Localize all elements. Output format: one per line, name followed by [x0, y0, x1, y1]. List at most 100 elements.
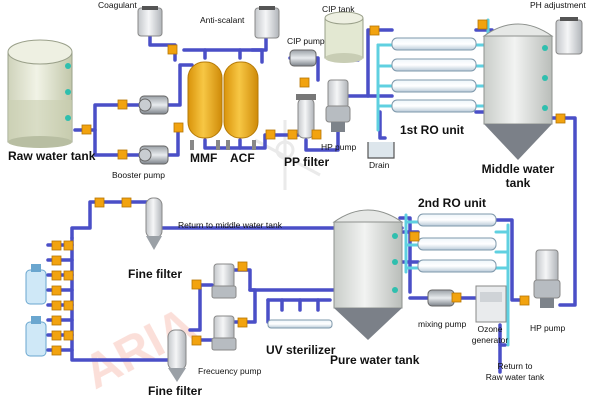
ozone-generator-label-line1: Ozone	[477, 324, 503, 334]
valve-icon	[51, 330, 62, 341]
valve-icon	[51, 285, 62, 296]
return-to-raw-label-line1: Return to	[497, 361, 533, 371]
valve-icon	[409, 231, 420, 242]
middle-water-tank-label-line1: Middle water	[481, 162, 555, 176]
hp-pump-2-label: HP pump	[530, 323, 566, 333]
pp-filter-label: PP filter	[284, 155, 330, 169]
raw-water-tank	[7, 39, 73, 148]
valve-icon	[299, 77, 310, 88]
pure-water-tank-label: Pure water tank	[330, 353, 420, 367]
mmf-vessel	[187, 61, 223, 150]
ph-adjustment-label: PH adjustment	[530, 0, 586, 10]
ozone-generator	[475, 285, 507, 323]
raw-water-tank-label: Raw water tank	[8, 149, 96, 163]
valve-icon	[117, 149, 128, 160]
acf-label: ACF	[230, 151, 255, 165]
booster-pump-2	[138, 145, 169, 165]
valve-icon	[167, 44, 178, 55]
valve-icon	[51, 270, 62, 281]
valve-icon	[81, 124, 92, 135]
hp-pump-1	[325, 79, 351, 132]
ro-unit-2	[417, 213, 497, 273]
pp-filter-unit	[296, 94, 316, 139]
ozone-generator-label-line2: generator	[471, 334, 509, 345]
hp-pump-2	[533, 249, 561, 308]
valve-icon	[121, 197, 132, 208]
booster-pump-1	[138, 95, 169, 115]
mmf-label: MMF	[190, 151, 218, 165]
booster-pump-label: Booster pump	[112, 170, 165, 180]
first-ro-unit-label: 1st RO unit	[400, 123, 465, 137]
fine-filter-1	[145, 197, 163, 250]
valve-icon	[287, 129, 298, 140]
fine-filter-1-label: Fine filter	[128, 267, 183, 281]
valve-icon	[451, 292, 462, 303]
valve-icon	[237, 261, 248, 272]
valve-icon	[237, 317, 248, 328]
valve-icon	[519, 295, 530, 306]
gauge-icon	[65, 63, 71, 69]
middle-water-tank-label-line2: tank	[505, 176, 531, 190]
valve-icon	[51, 315, 62, 326]
uv-sterilizer-label: UV sterilizer	[266, 343, 336, 357]
water-bottle-icon	[25, 316, 47, 357]
valve-icon	[63, 330, 74, 341]
return-to-raw-label-line2: Raw water tank	[485, 371, 545, 382]
pure-water-tank	[332, 209, 404, 340]
anti-scalant-label: Anti-scalant	[200, 15, 245, 25]
valve-icon	[63, 270, 74, 281]
valve-icon	[191, 279, 202, 290]
valve-icon	[51, 345, 62, 356]
valve-icon	[477, 19, 488, 30]
frequency-pump-label: Frecuency pump	[198, 366, 262, 376]
gauge-icon	[65, 89, 71, 95]
hp-pump-1-label: HP pump	[321, 142, 357, 152]
valve-icon	[63, 240, 74, 251]
frequency-pump-1	[211, 263, 237, 299]
coagulant-doser	[137, 6, 163, 37]
valve-icon	[173, 122, 184, 133]
gauge-icon	[65, 115, 71, 121]
return-to-middle-label: Return to middle water tank	[178, 220, 282, 230]
mixing-pump-label: mixing pump	[418, 319, 467, 329]
cip-tank	[324, 11, 364, 63]
coagulant-label: Coagulant	[98, 0, 137, 10]
gauge-icon	[542, 105, 548, 111]
gauge-icon	[392, 233, 398, 239]
valve-icon	[369, 25, 380, 36]
gauge-icon	[542, 75, 548, 81]
middle-water-tank-label: Middle water tank	[478, 163, 558, 189]
second-ro-unit-label: 2nd RO unit	[418, 196, 486, 210]
gauge-icon	[392, 287, 398, 293]
valve-icon	[51, 300, 62, 311]
acf-vessel	[223, 61, 259, 150]
valve-icon	[51, 240, 62, 251]
valve-icon	[117, 99, 128, 110]
water-bottle-icon	[25, 264, 47, 305]
middle-water-tank	[482, 23, 554, 160]
frequency-pump-2	[211, 315, 237, 351]
return-to-raw-label: Return to Raw water tank	[474, 362, 556, 381]
ozone-generator-label: Ozone generator	[466, 325, 514, 344]
valve-icon	[311, 129, 322, 140]
fine-filter-2	[167, 329, 187, 382]
drain	[367, 142, 395, 159]
fine-filter-2-label: Fine filter	[148, 384, 203, 398]
valve-icon	[63, 300, 74, 311]
ro-unit-1	[391, 37, 477, 113]
mixing-pump	[427, 289, 455, 307]
gauge-icon	[542, 45, 548, 51]
drain-label: Drain	[369, 160, 390, 170]
cip-pump	[289, 49, 317, 67]
valve-icon	[94, 197, 105, 208]
cip-pump-label: CIP pump	[287, 36, 325, 46]
cip-tank-label: CIP tank	[322, 4, 355, 14]
ph-adjustment-doser	[555, 17, 583, 55]
valve-icon	[191, 335, 202, 346]
gauge-icon	[392, 259, 398, 265]
valve-icon	[555, 113, 566, 124]
valves	[51, 19, 566, 356]
anti-scalant-doser	[254, 6, 280, 39]
